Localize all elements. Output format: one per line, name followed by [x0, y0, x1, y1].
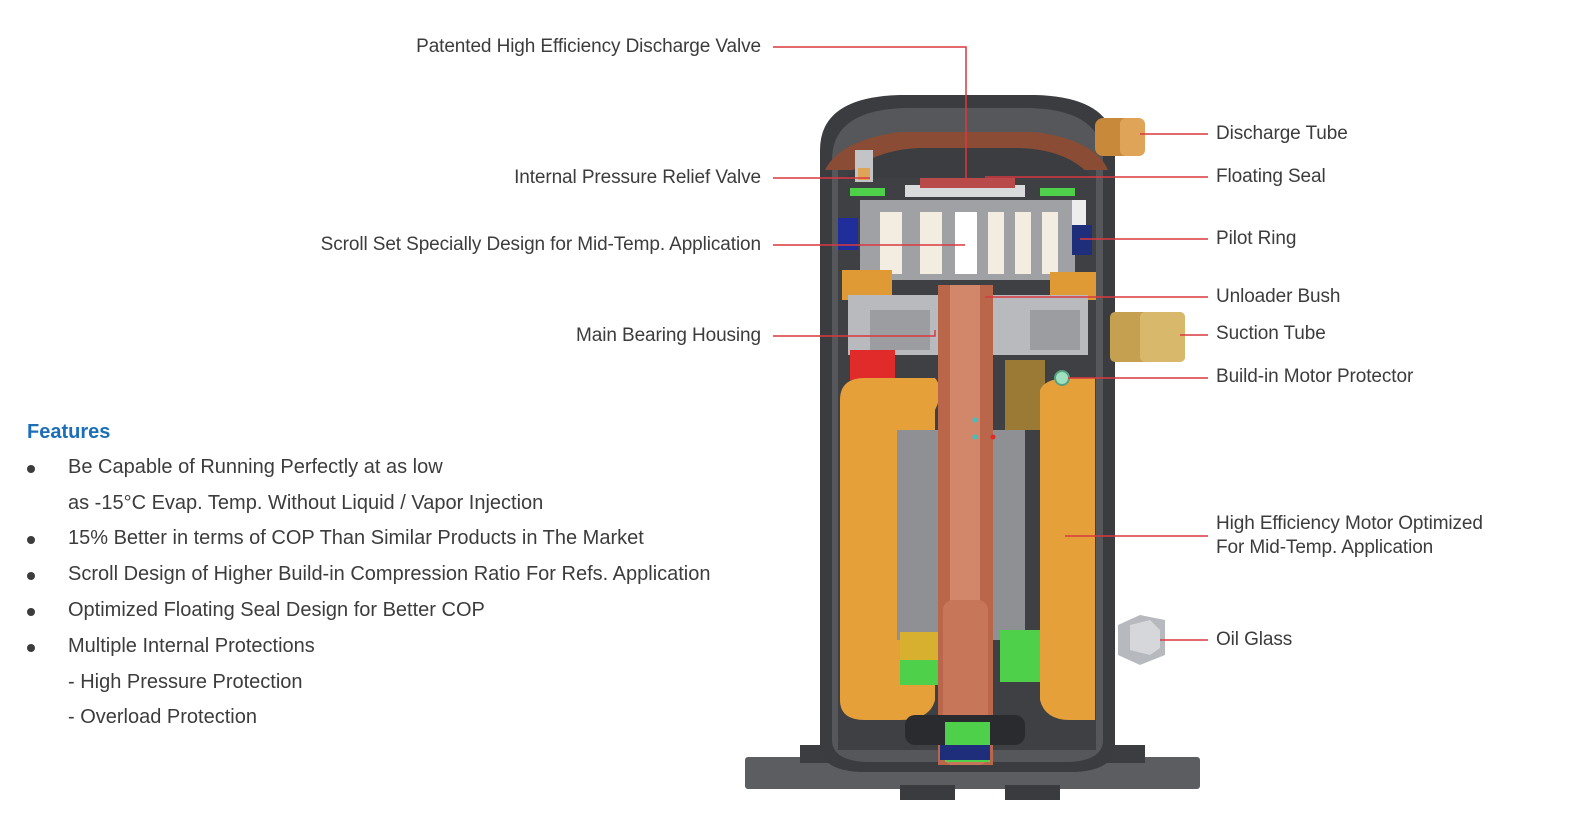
- label-suction-tube: Suction Tube: [1216, 323, 1326, 344]
- leader-lines: [773, 46, 1208, 641]
- bullet-icon: [27, 465, 35, 473]
- pilot-ring: [838, 218, 1092, 255]
- feature-item: 15% Better in terms of COP Than Similar …: [68, 527, 644, 549]
- leader-bearing-housing: [773, 330, 936, 337]
- bullet-icon: [27, 644, 35, 652]
- leader-discharge-valve: [773, 46, 967, 180]
- feature-item: Be Capable of Running Perfectly at as lo…: [68, 456, 443, 478]
- feature-item: Scroll Design of Higher Build-in Compres…: [68, 563, 711, 585]
- label-bearing-housing: Main Bearing Housing: [576, 325, 761, 346]
- label-discharge-valve: Patented High Efficiency Discharge Valve: [416, 36, 761, 57]
- feature-subitem: - Overload Protection: [68, 706, 257, 728]
- label-oil-glass: Oil Glass: [1216, 629, 1293, 650]
- label-unloader-bush: Unloader Bush: [1216, 286, 1341, 307]
- feature-subitem: - High Pressure Protection: [68, 671, 303, 693]
- label-scroll-set: Scroll Set Specially Design for Mid-Temp…: [320, 234, 761, 255]
- feature-item: Optimized Floating Seal Design for Bette…: [68, 599, 485, 621]
- bullet-icon: [27, 536, 35, 544]
- discharge-tube: [1095, 118, 1145, 156]
- bullet-icon: [27, 572, 35, 580]
- oil-glass: [1118, 615, 1165, 665]
- scroll-set: [850, 178, 1086, 280]
- feature-item-continued: as -15°C Evap. Temp. Without Liquid / Va…: [68, 492, 544, 514]
- relief-valve: [855, 150, 873, 182]
- label-floating-seal: Floating Seal: [1216, 166, 1326, 187]
- label-motor-line2: For Mid-Temp. Application: [1216, 537, 1434, 558]
- label-relief-valve: Internal Pressure Relief Valve: [514, 167, 761, 188]
- suction-tube: [1110, 312, 1185, 362]
- label-discharge-tube: Discharge Tube: [1216, 123, 1348, 144]
- motor-protector: [1054, 370, 1070, 386]
- label-motor-protector: Build-in Motor Protector: [1216, 366, 1414, 387]
- feature-item: Multiple Internal Protections: [68, 635, 315, 657]
- label-pilot-ring: Pilot Ring: [1216, 228, 1297, 249]
- label-motor-line1: High Efficiency Motor Optimized: [1216, 513, 1483, 534]
- crankshaft: [905, 285, 1025, 765]
- bullet-icon: [27, 608, 35, 616]
- features-title: Features: [27, 421, 111, 443]
